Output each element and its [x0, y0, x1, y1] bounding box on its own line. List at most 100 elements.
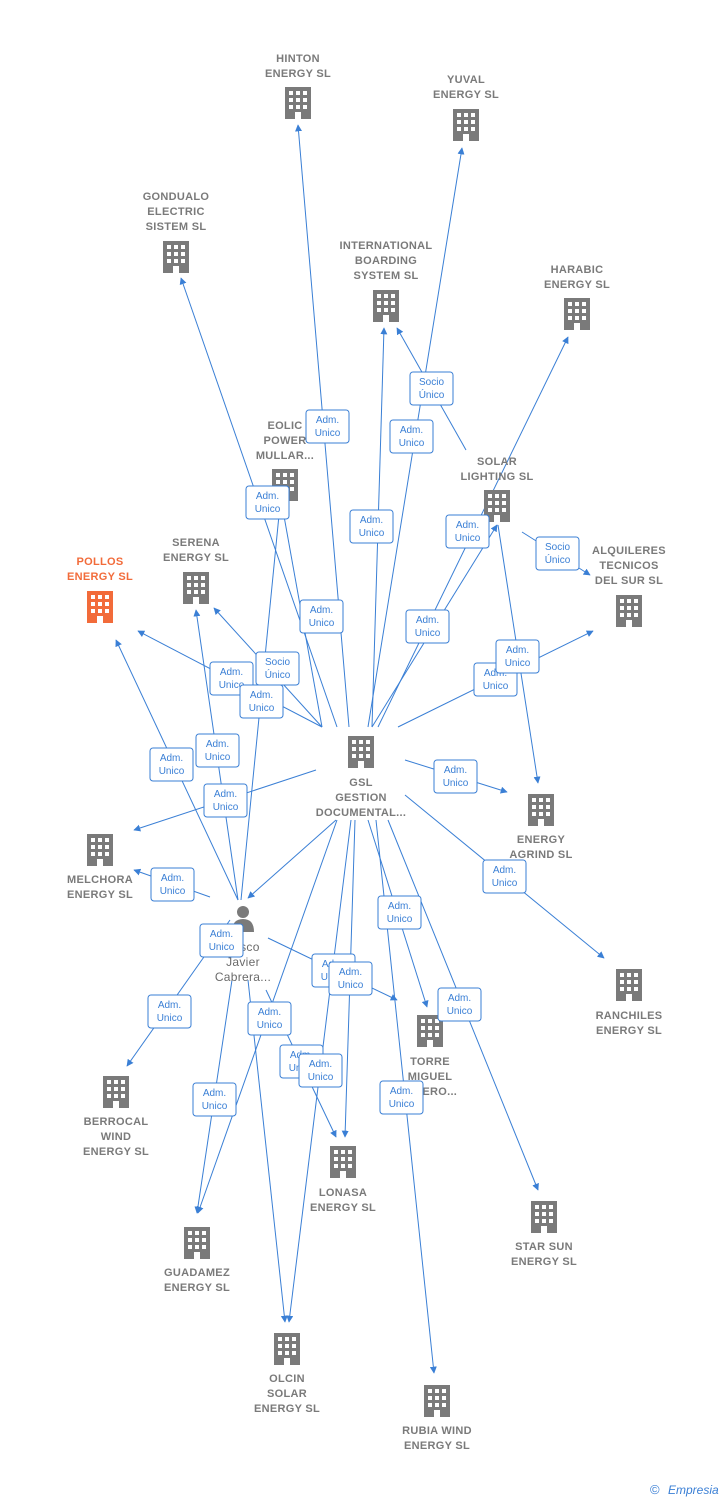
- node-label-line: ENERGY SL: [310, 1202, 376, 1214]
- node-label-line: ENERGY SL: [544, 279, 610, 291]
- relation-badge[interactable]: Adm.Unico: [199, 923, 244, 958]
- node-label-line: SISTEM SL: [146, 221, 207, 233]
- badge-box: [299, 599, 344, 634]
- node-label-line: ENERGY: [517, 834, 566, 846]
- node-label-line: YUVAL: [447, 74, 485, 86]
- relation-badge[interactable]: Adm.Unico: [299, 599, 344, 634]
- badge-label: Unico: [338, 980, 364, 991]
- building-icon: [183, 572, 209, 604]
- node-label-line: GUADAMEZ: [164, 1267, 230, 1279]
- building-icon: [103, 1076, 129, 1108]
- badge-label: Unico: [359, 528, 385, 539]
- relation-badge[interactable]: Adm.Unico: [203, 783, 248, 818]
- badge-label: Unico: [505, 658, 531, 669]
- node-label-line: AGRIND SL: [509, 849, 572, 861]
- node-guadamez[interactable]: GUADAMEZ ENERGY SL: [164, 1227, 230, 1294]
- badge-label: Adm.: [250, 690, 273, 701]
- relation-badge[interactable]: Adm.Unico: [379, 1080, 424, 1115]
- relation-badge[interactable]: Adm.Unico: [239, 684, 284, 719]
- badge-label: Adm.: [456, 520, 479, 531]
- building-icon: [528, 794, 554, 826]
- relation-badge[interactable]: Adm.Unico: [389, 419, 434, 454]
- badge-label: Adm.: [390, 1086, 413, 1097]
- relation-badge[interactable]: Adm.Unico: [147, 994, 192, 1029]
- relation-badge[interactable]: Adm.Unico: [482, 859, 527, 894]
- node-label-line: ENERGY SL: [596, 1025, 662, 1037]
- node-label-line: RANCHILES: [596, 1010, 663, 1022]
- badge-label: Adm.: [214, 789, 237, 800]
- badge-label: Adm.: [506, 645, 529, 656]
- badge-box: [149, 747, 194, 782]
- building-icon: [163, 241, 189, 273]
- badge-label: Adm.: [339, 967, 362, 978]
- badge-label: Unico: [415, 628, 441, 639]
- node-eolic[interactable]: EOLICPOWERMULLAR...: [256, 420, 314, 501]
- node-label-line: MIGUEL: [408, 1071, 453, 1083]
- building-icon: [564, 298, 590, 330]
- badge-box: [199, 923, 244, 958]
- relation-badge[interactable]: Adm.Unico: [433, 759, 478, 794]
- badge-label: Unico: [315, 428, 341, 439]
- node-label-line: OLCIN: [269, 1373, 305, 1385]
- node-gsl[interactable]: GSLGESTIONDOCUMENTAL...: [316, 736, 406, 819]
- node-label-line: DOCUMENTAL...: [316, 807, 406, 819]
- badge-box: [445, 514, 490, 549]
- relation-badge[interactable]: Adm.Unico: [405, 609, 450, 644]
- node-label-line: GONDUALO: [143, 191, 210, 203]
- node-label-line: TECNICOS: [599, 560, 658, 572]
- badge-box: [203, 783, 248, 818]
- relation-badge[interactable]: Adm.Unico: [247, 1001, 292, 1036]
- relation-badge[interactable]: Adm.Unico: [349, 509, 394, 544]
- relation-badge[interactable]: Adm.Unico: [245, 485, 290, 520]
- relation-badge[interactable]: Adm.Unico: [149, 747, 194, 782]
- relation-badge[interactable]: Adm.Unico: [305, 409, 350, 444]
- node-label-line: SOLAR: [477, 456, 517, 468]
- relation-badge[interactable]: Adm. Unico: [495, 639, 540, 674]
- badge-label: Adm.: [310, 605, 333, 616]
- building-icon: [616, 595, 642, 627]
- badge-label: Adm.: [160, 753, 183, 764]
- node-ranchiles[interactable]: RANCHILES ENERGY SL: [596, 969, 663, 1037]
- badge-box: [349, 509, 394, 544]
- node-energyagrind[interactable]: ENERGY AGRIND SL: [509, 794, 572, 861]
- relation-badge[interactable]: Adm.Unico: [377, 895, 422, 930]
- relation-badge[interactable]: Adm.Unico: [192, 1082, 237, 1117]
- node-label-line: ENERGY SL: [164, 1282, 230, 1294]
- relation-badge[interactable]: Adm.Unico: [298, 1053, 343, 1088]
- badge-label: Unico: [483, 681, 509, 692]
- badge-box: [147, 994, 192, 1029]
- node-label-line: LONASA: [319, 1187, 367, 1199]
- badge-label: Unico: [308, 1072, 334, 1083]
- relation-badge[interactable]: Adm.Unico: [150, 867, 195, 902]
- relation-badge[interactable]: Adm. Unico: [328, 961, 373, 996]
- badge-box: [379, 1080, 424, 1115]
- relation-badge[interactable]: Adm.Unico: [445, 514, 490, 549]
- badge-label: Unico: [205, 752, 231, 763]
- badges-layer: Adm.UnicoSocioÚnicoAdm.UnicoAdm.UnicoAdm…: [147, 371, 580, 1117]
- relation-badge[interactable]: Adm.Unico: [437, 987, 482, 1022]
- badge-label: Adm.: [220, 667, 243, 678]
- badge-label: Adm.: [256, 491, 279, 502]
- node-label-line: ENERGY SL: [404, 1440, 470, 1452]
- relation-badge[interactable]: Adm.Unico: [195, 733, 240, 768]
- node-label-line: GESTION: [335, 792, 387, 804]
- badge-label: Adm.: [448, 993, 471, 1004]
- node-lonasa[interactable]: LONASA ENERGY SL: [310, 1146, 376, 1214]
